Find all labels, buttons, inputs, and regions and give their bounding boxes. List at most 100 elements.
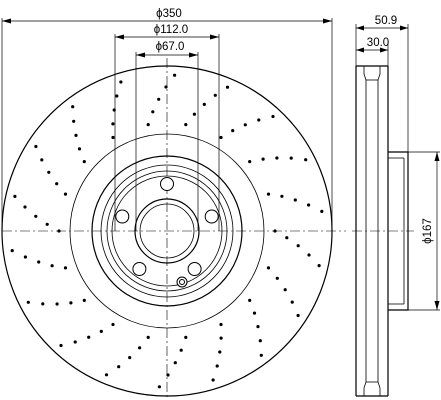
drill-hole xyxy=(69,301,73,305)
drill-hole-pattern xyxy=(10,73,324,389)
drill-hole xyxy=(111,135,115,140)
drill-hole xyxy=(261,157,265,161)
drill-hole xyxy=(73,340,77,344)
drill-hole xyxy=(307,253,311,257)
bolt-hole xyxy=(160,177,174,191)
drill-hole xyxy=(184,335,188,339)
drill-hole xyxy=(111,122,115,126)
drill-hole xyxy=(57,229,61,233)
drill-hole xyxy=(55,302,59,306)
drill-hole xyxy=(41,302,45,306)
disc-thickness-label: 30.0 xyxy=(367,37,389,49)
drill-hole xyxy=(289,156,293,160)
drill-hole xyxy=(166,373,170,377)
drill-hole xyxy=(128,356,132,360)
drill-hole xyxy=(55,182,59,186)
drill-hole xyxy=(266,192,271,196)
drill-hole xyxy=(256,325,260,329)
drill-hole xyxy=(273,229,277,233)
drill-hole xyxy=(215,364,219,368)
drill-hole xyxy=(219,322,223,327)
drill-hole xyxy=(307,203,311,207)
hub-diameter-label: ϕ112.0 xyxy=(154,24,188,36)
drill-hole xyxy=(173,73,177,77)
drill-hole xyxy=(266,266,271,270)
drill-hole xyxy=(119,80,123,84)
drill-hole xyxy=(320,209,324,213)
drill-hole xyxy=(280,194,284,198)
drill-hole xyxy=(213,93,217,97)
drill-hole xyxy=(87,335,91,339)
bolt-holes xyxy=(115,177,219,288)
drill-hole xyxy=(285,236,289,240)
drill-hole xyxy=(115,94,119,98)
drill-hole xyxy=(50,264,54,268)
drill-hole xyxy=(37,260,41,264)
hub-face-inner xyxy=(111,175,223,287)
hat-step xyxy=(100,164,234,298)
friction-ring-inner-edge xyxy=(69,133,265,329)
locating-hole-inner xyxy=(179,279,185,285)
drill-hole xyxy=(63,192,68,196)
drill-hole xyxy=(45,222,49,226)
drill-hole xyxy=(47,170,51,174)
drill-hole xyxy=(104,373,109,377)
drill-hole xyxy=(117,365,121,369)
drill-hole xyxy=(26,300,30,304)
drill-hole xyxy=(211,378,215,382)
drill-hole xyxy=(219,336,223,340)
drill-hole xyxy=(71,105,75,109)
side-view: 50.9 30.0 ϕ167 xyxy=(352,15,440,397)
drill-hole xyxy=(283,288,287,292)
drill-hole xyxy=(259,353,263,357)
drill-hole xyxy=(77,147,82,151)
drill-hole xyxy=(184,123,188,127)
drill-hole xyxy=(10,249,14,253)
drill-hole xyxy=(146,123,150,127)
drill-hole xyxy=(157,385,161,389)
total-thickness-label: 50.9 xyxy=(375,15,397,27)
diameter-dimensions: ϕ350 ϕ112.0 ϕ67.0 xyxy=(1,8,333,231)
bore-diameter-label: ϕ67.0 xyxy=(156,41,185,53)
drill-hole xyxy=(293,198,297,202)
drill-hole xyxy=(219,135,223,140)
drill-hole xyxy=(252,311,257,315)
drill-hole xyxy=(296,313,300,318)
drill-hole xyxy=(317,264,321,268)
drill-hole xyxy=(290,300,294,304)
drill-hole xyxy=(138,346,142,350)
drill-hole xyxy=(40,158,44,162)
drill-hole xyxy=(192,112,196,116)
outer-diameter-label: ϕ350 xyxy=(156,8,182,20)
drill-hole xyxy=(243,123,247,127)
hat-diameter-label: ϕ167 xyxy=(422,218,434,244)
bolt-hole xyxy=(115,209,130,224)
drill-hole xyxy=(164,85,168,89)
drill-hole xyxy=(63,266,68,270)
drill-hole xyxy=(173,361,177,365)
drill-hole xyxy=(13,194,17,198)
center-bore-inner xyxy=(139,203,195,259)
drill-hole xyxy=(23,255,27,259)
hub-face-outer xyxy=(106,170,228,292)
drill-hole xyxy=(275,156,279,160)
drill-hole xyxy=(296,244,300,248)
drill-hole xyxy=(271,114,275,119)
bolt-hole xyxy=(187,262,202,276)
hat-outer-edge xyxy=(91,155,243,307)
drill-hole xyxy=(179,348,183,352)
center-bore-outer xyxy=(134,198,200,264)
drill-hole xyxy=(218,350,222,354)
drill-hole xyxy=(258,339,262,343)
drill-hole xyxy=(34,214,38,218)
drill-hole xyxy=(231,129,235,133)
drill-hole xyxy=(248,298,252,302)
drill-hole xyxy=(202,102,206,106)
front-view xyxy=(1,58,346,398)
drill-hole xyxy=(99,329,103,333)
drill-hole xyxy=(34,144,38,149)
drill-hole xyxy=(151,110,155,114)
drill-hole xyxy=(74,133,78,137)
drill-hole xyxy=(59,343,63,348)
